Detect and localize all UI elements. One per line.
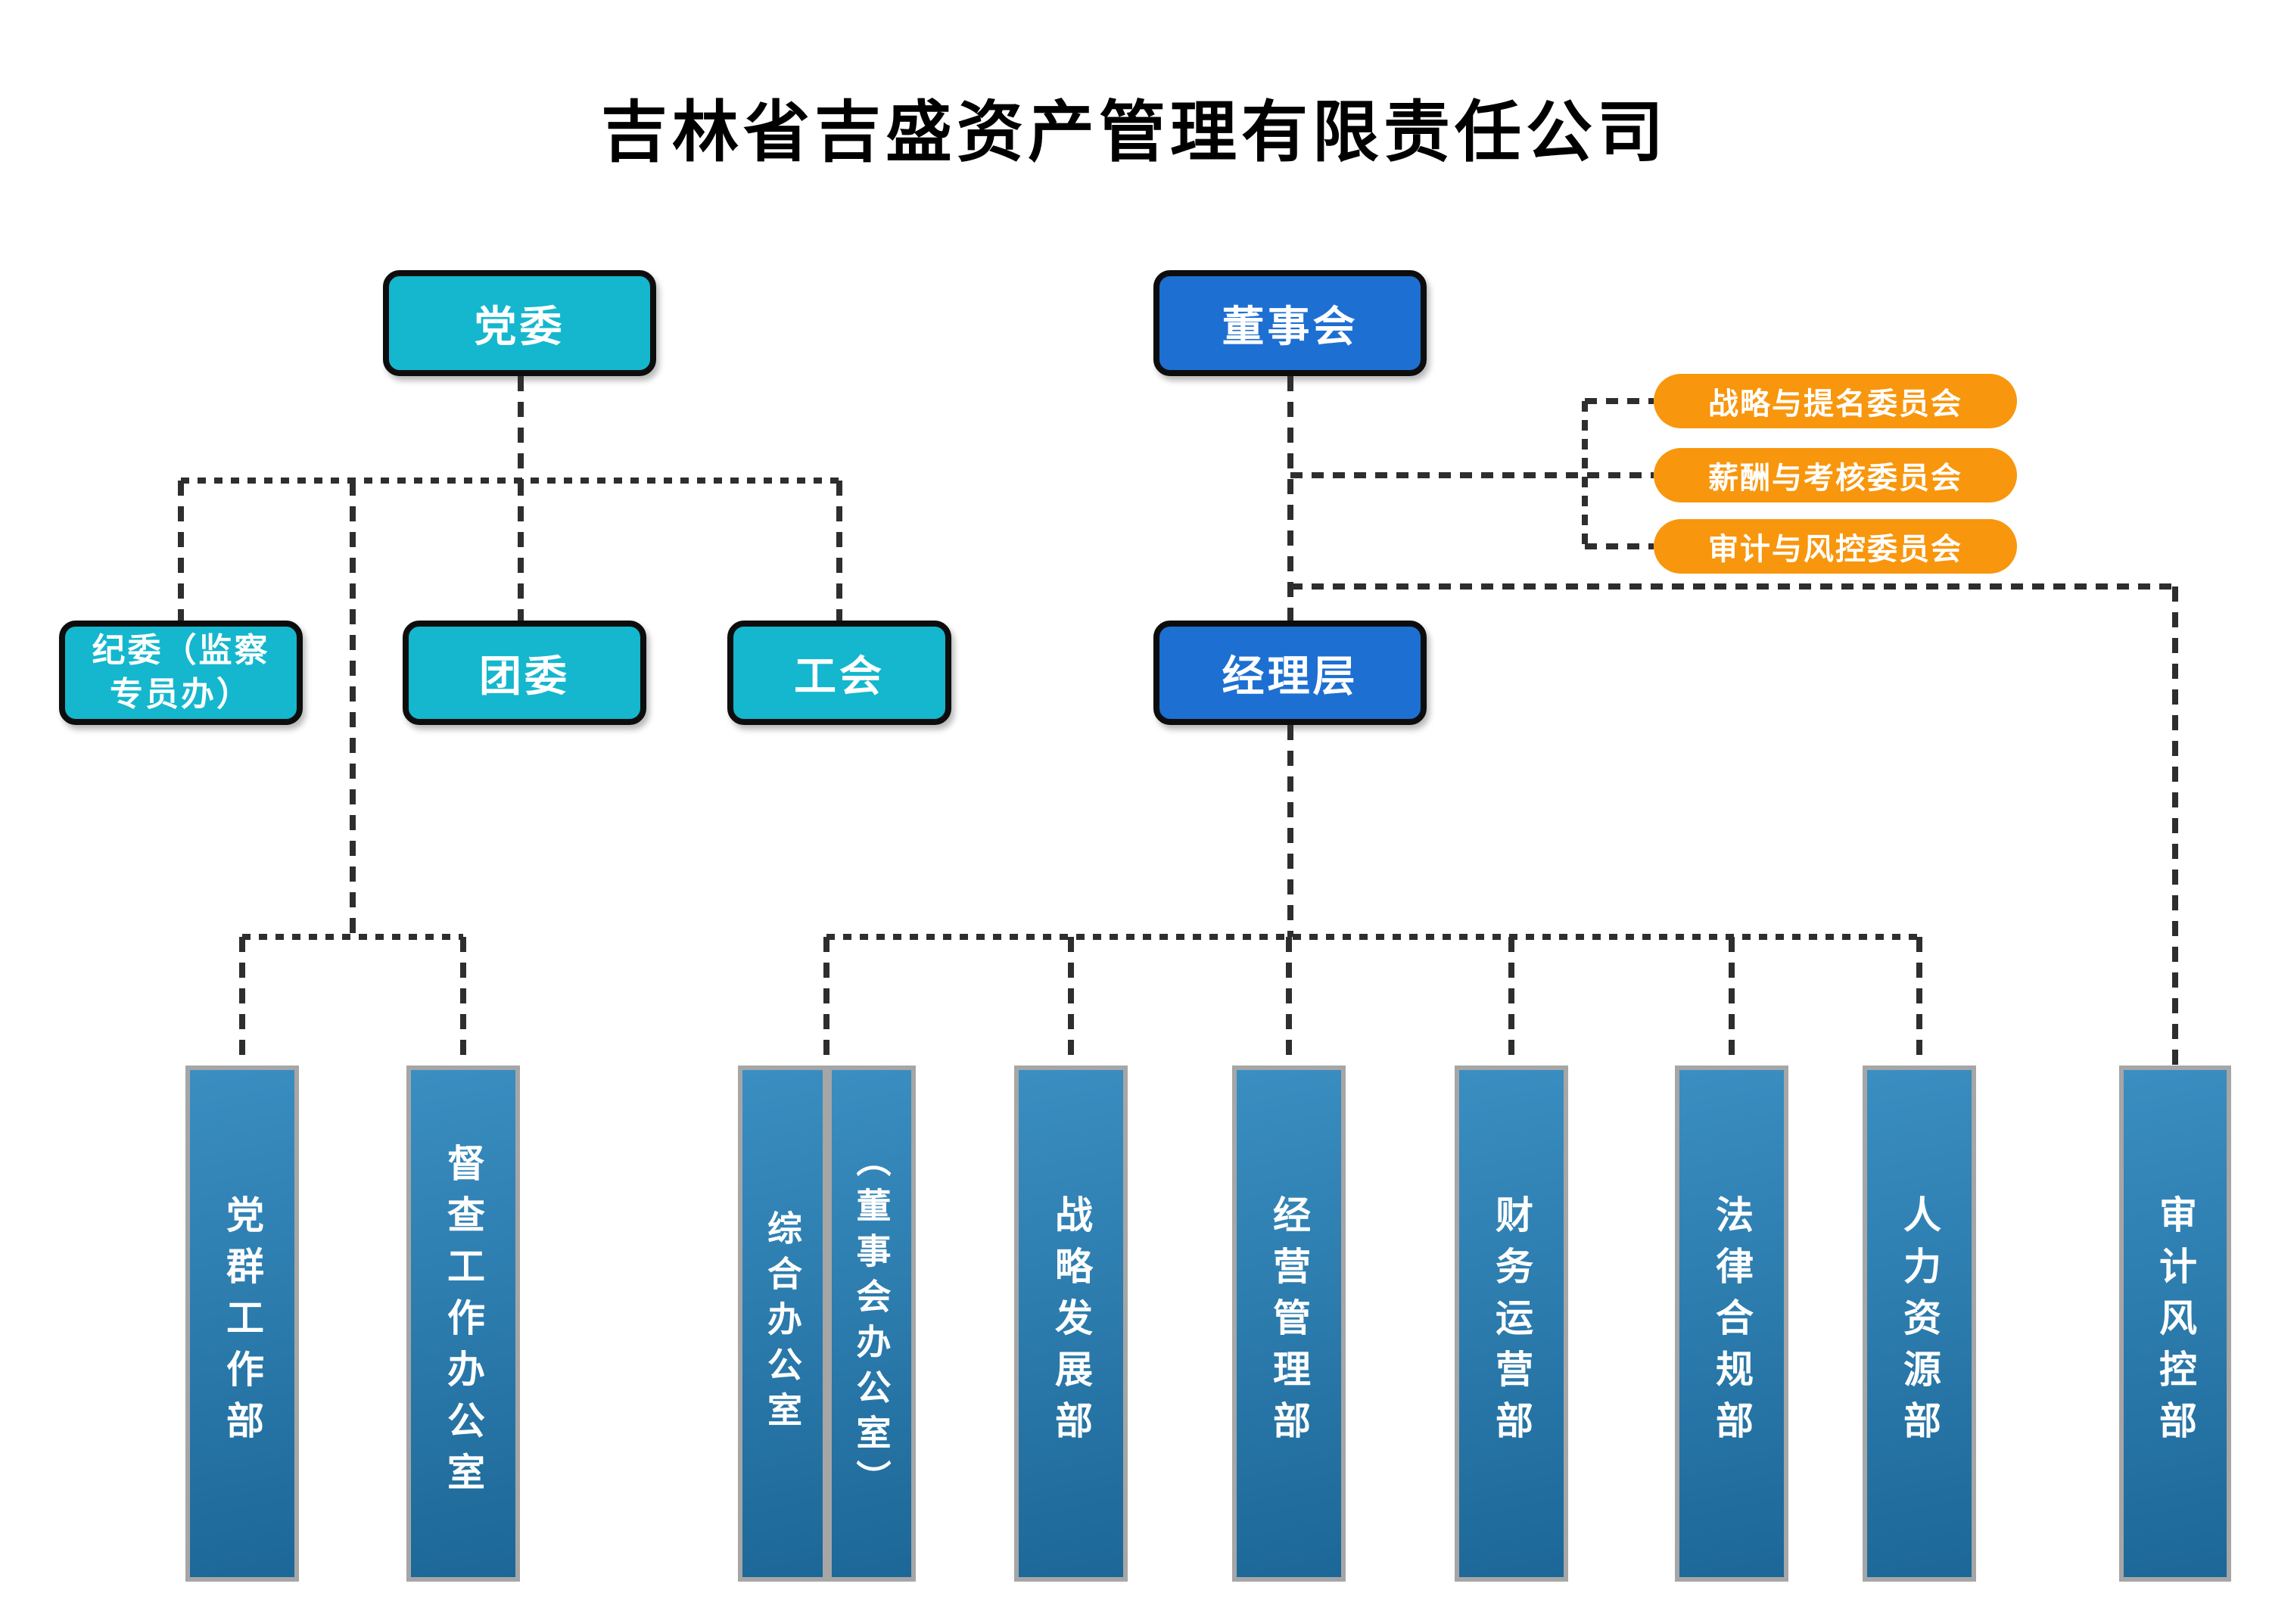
connector-party-depts-down xyxy=(350,481,356,937)
bar-supervision-work-office: 督查工作办公室 xyxy=(406,1066,520,1582)
connector-committees-spine xyxy=(1582,401,1588,546)
connector-drop-party-mass-work xyxy=(239,937,245,1066)
connector-drop-legal-dept xyxy=(1729,937,1735,1066)
connector-drop-audit-risk-dept xyxy=(2172,586,2178,1066)
pill-label: 薪酬与考核委员会 xyxy=(1708,462,1962,495)
connector-party-down xyxy=(518,376,524,481)
connector-management-distributor xyxy=(826,934,1919,940)
connector-party-distributor xyxy=(181,478,839,484)
node-youth-league: 团委 xyxy=(403,621,646,725)
connector-stub-strategy-committee xyxy=(1585,398,1654,404)
connector-board-to-committees xyxy=(1290,472,1654,478)
connector-drop-finance-dept xyxy=(1508,937,1514,1066)
bar-label: （董事会办公室） xyxy=(851,1142,892,1505)
node-label: 工会 xyxy=(794,652,885,700)
node-party-committee: 党委 xyxy=(383,270,656,376)
bar-label: 人力资源部 xyxy=(1898,1195,1941,1452)
connector-party-depts-distributor xyxy=(242,934,463,940)
connector-drop-operation-dept xyxy=(1286,937,1292,1066)
page-title: 吉林省吉盛资产管理有限责任公司 xyxy=(600,95,1668,170)
connector-stub-audit-committee xyxy=(1585,543,1654,549)
pill-strategy-nomination-committee: 战略与提名委员会 xyxy=(1654,374,2017,428)
pill-audit-risk-committee: 审计与风控委员会 xyxy=(1654,519,2017,574)
bar-strategy-development-dept: 战略发展部 xyxy=(1014,1066,1128,1582)
bar-label: 综合办公室 xyxy=(763,1210,802,1437)
pill-label: 审计与风控委员会 xyxy=(1708,533,1962,566)
node-labor-union: 工会 xyxy=(727,621,951,725)
bar-label: 法律合规部 xyxy=(1710,1195,1753,1452)
node-label: 纪委（监察专员办） xyxy=(92,631,270,713)
bar-label: 审计风控部 xyxy=(2154,1195,2196,1452)
node-label: 董事会 xyxy=(1222,302,1359,350)
bar-party-mass-work-dept: 党群工作部 xyxy=(185,1066,299,1582)
node-label: 团委 xyxy=(479,652,570,700)
bar-legal-compliance-dept: 法律合规部 xyxy=(1675,1066,1788,1582)
node-discipline-committee: 纪委（监察专员办） xyxy=(59,621,303,725)
connector-drop-youth-league xyxy=(518,481,524,621)
bar-label: 党群工作部 xyxy=(221,1195,263,1452)
bar-board-office: （董事会办公室） xyxy=(827,1066,916,1582)
connector-drop-supervision-office xyxy=(460,937,466,1066)
connector-drop-hr-dept xyxy=(1916,937,1922,1066)
pill-compensation-assessment-committee: 薪酬与考核委员会 xyxy=(1654,448,2017,502)
connector-management-down xyxy=(1287,725,1293,937)
node-board: 董事会 xyxy=(1153,270,1427,376)
bar-human-resources-dept: 人力资源部 xyxy=(1863,1066,1976,1582)
node-management: 经理层 xyxy=(1153,621,1427,725)
bar-label: 战略发展部 xyxy=(1050,1195,1092,1452)
bar-general-office: 综合办公室 xyxy=(738,1066,827,1582)
connector-drop-strategy-dept xyxy=(1068,937,1074,1066)
node-label: 党委 xyxy=(474,302,565,350)
bar-label: 督查工作办公室 xyxy=(442,1143,484,1504)
bar-operation-management-dept: 经营管理部 xyxy=(1232,1066,1346,1582)
bar-finance-operation-dept: 财务运营部 xyxy=(1455,1066,1568,1582)
connector-drop-general-office xyxy=(823,937,829,1066)
bar-label: 经营管理部 xyxy=(1268,1195,1310,1452)
connector-drop-labor-union xyxy=(836,481,842,621)
node-label: 经理层 xyxy=(1222,652,1359,700)
connector-drop-discipline xyxy=(178,481,184,621)
pill-label: 战略与提名委员会 xyxy=(1708,387,1962,421)
connector-board-to-management xyxy=(1287,376,1293,621)
bar-audit-risk-control-dept: 审计风控部 xyxy=(2119,1066,2231,1582)
connector-board-to-audit-dept xyxy=(1290,583,2175,590)
bar-label: 财务运营部 xyxy=(1490,1195,1533,1452)
